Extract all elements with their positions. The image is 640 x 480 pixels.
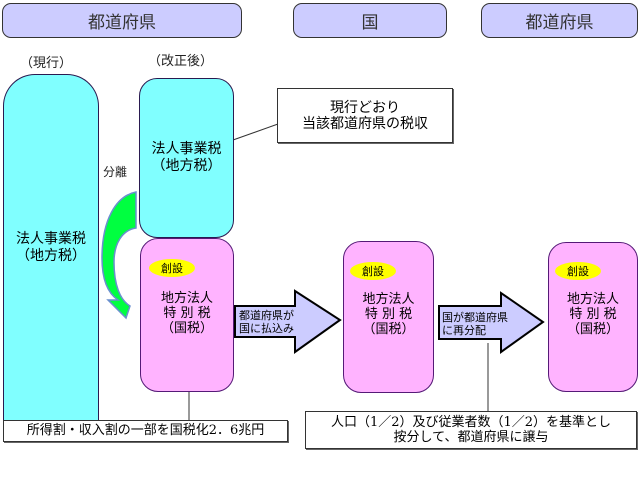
header-national: 国 <box>293 3 447 38</box>
current-business-tax-line1: 法人事業税 <box>16 230 86 247</box>
redistribute-line1: 国が都道府県 <box>442 311 508 324</box>
note-allocation: 人口（1／2）及び従業者数（1／2）を基準とし 按分して、都道府県に譲与 <box>305 411 637 449</box>
special-tax-line3: （国税） <box>566 322 619 337</box>
created-badge: 創設 <box>555 262 601 280</box>
special-tax-line1: 地方法人 <box>362 292 415 307</box>
separation-arrow-icon <box>101 191 137 320</box>
special-tax-line2: 特 別 税 <box>163 306 211 321</box>
revised-business-tax-line2: （地方税） <box>151 158 222 174</box>
label-revised: （改正後） <box>148 54 214 69</box>
pay-in-line1: 都道府県が <box>239 309 294 322</box>
note-nationalization-text: 所得割・収入割の一部を国税化2．6兆円 <box>26 423 265 438</box>
header-national-text: 国 <box>361 13 379 33</box>
label-separation: 分離 <box>103 165 128 179</box>
current-business-tax-box: 法人事業税 （地方税） <box>3 74 99 420</box>
connector-line-note <box>232 123 279 141</box>
created-badge-text: 創設 <box>161 261 183 275</box>
special-tax-box-national: 創設 地方法人 特 別 税 （国税） <box>343 241 434 393</box>
revised-business-tax-line1: 法人事業税 <box>151 141 222 157</box>
special-tax-line1: 地方法人 <box>160 291 213 306</box>
revised-business-tax-box: 法人事業税 （地方税） <box>139 78 234 238</box>
header-prefecture-left-text: 都道府県 <box>88 13 156 33</box>
special-tax-line1: 地方法人 <box>566 292 619 307</box>
redistribute-arrow-icon <box>438 291 545 354</box>
label-current: （現行） <box>20 56 73 71</box>
current-business-tax-line2: （地方税） <box>16 247 86 264</box>
redistribute-line2: に再分配 <box>442 324 486 337</box>
redistribute-arrow-label: 国が都道府県 に再分配 <box>442 311 508 337</box>
special-tax-box-prefecture: 創設 地方法人 特 別 税 （国税） <box>140 238 234 392</box>
note-current-collection-line2: 当該都道府県の税収 <box>302 115 428 132</box>
pay-in-line2: 国に払込み <box>239 322 294 335</box>
created-badge: 創設 <box>149 259 195 277</box>
pay-in-arrow-icon <box>234 289 342 354</box>
special-tax-line2: 特 別 税 <box>364 307 413 322</box>
note-allocation-line1: 人口（1／2）及び従業者数（1／2）を基準とし <box>330 415 612 430</box>
note-nationalization: 所得割・収入割の一部を国税化2．6兆円 <box>3 420 288 442</box>
created-badge-text: 創設 <box>362 264 384 278</box>
pay-in-arrow-label: 都道府県が 国に払込み <box>239 309 294 335</box>
special-tax-box-prefecture-right: 創設 地方法人 特 別 税 （国税） <box>548 242 638 392</box>
note-current-collection: 現行どおり 当該都道府県の税収 <box>277 88 453 143</box>
header-prefecture-right: 都道府県 <box>481 3 638 38</box>
created-badge-text: 創設 <box>567 264 589 278</box>
note-current-collection-line1: 現行どおり <box>330 99 400 116</box>
created-badge: 創設 <box>350 262 396 280</box>
special-tax-line2: 特 別 税 <box>569 307 617 322</box>
header-prefecture-left: 都道府県 <box>2 3 242 38</box>
note-allocation-line2: 按分して、都道府県に譲与 <box>393 430 549 445</box>
special-tax-line3: （国税） <box>362 322 415 337</box>
special-tax-line3: （国税） <box>160 321 213 336</box>
header-prefecture-right-text: 都道府県 <box>525 13 594 33</box>
